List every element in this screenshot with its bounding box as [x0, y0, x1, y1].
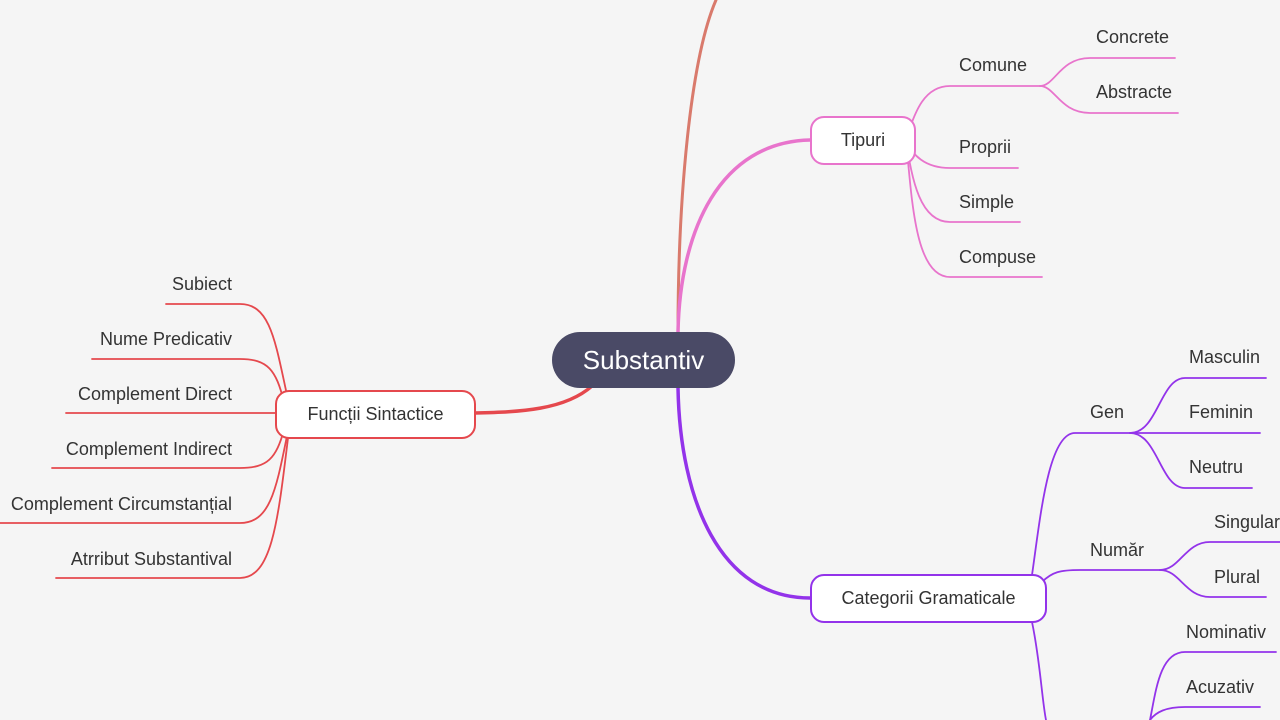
connector-categorii-numar [1041, 569, 1161, 583]
subtopic-simple[interactable]: Simple [959, 192, 1015, 212]
subtopic-masculin[interactable]: Masculin [1189, 347, 1261, 367]
connector-gen-masculin [1129, 377, 1267, 434]
root-node[interactable]: Substantiv [552, 332, 735, 388]
connector-root-functii [473, 384, 594, 415]
connector-functii-subiect [165, 303, 288, 396]
connector-gen-neutru [1129, 432, 1253, 489]
topic-tipuri[interactable]: Tipuri [810, 116, 916, 165]
subtopic-abstracte[interactable]: Abstracte [1096, 82, 1173, 102]
subtopic-plural[interactable]: Plural [1214, 567, 1261, 587]
connector-comune-abstracte [1039, 85, 1179, 114]
subtopic-numar[interactable]: Număr [1090, 540, 1145, 560]
subtopic-feminin[interactable]: Feminin [1189, 402, 1254, 422]
connector-functii-complement-circumstantial [0, 435, 288, 524]
subtopic-nominativ[interactable]: Nominativ [1186, 622, 1267, 642]
connector-root-categorii [676, 386, 812, 600]
connector-tipuri-compuse [905, 139, 1043, 278]
connector-numar-plural [1159, 569, 1267, 598]
subtopic-concrete[interactable]: Concrete [1096, 27, 1170, 47]
topic-functii-sintactice[interactable]: Funcții Sintactice [275, 390, 476, 439]
connector-categorii-gen [1031, 432, 1131, 576]
subtopic-gen[interactable]: Gen [1090, 402, 1125, 422]
connector-tipuri-comune [905, 85, 1041, 141]
subtopic-proprii[interactable]: Proprii [959, 137, 1012, 157]
connector-comune-concrete [1039, 57, 1176, 87]
connector-functii-atrribut [55, 437, 289, 579]
subtopic-compuse[interactable]: Compuse [959, 247, 1037, 267]
root-label: Substantiv [582, 344, 705, 375]
connector-root-tipuri [676, 138, 812, 334]
subtopic-acuzativ[interactable]: Acuzativ [1186, 677, 1255, 697]
connector-categorii-caz [1031, 621, 1047, 720]
connector-root-top-branch [676, 0, 718, 334]
connector-caz-nominativ [1149, 651, 1277, 720]
subtopic-singular-clip: Singular [1214, 511, 1280, 535]
subtopic-comune[interactable]: Comune [959, 55, 1028, 75]
subtopic-neutru[interactable]: Neutru [1189, 457, 1244, 477]
subtopic-subiect[interactable]: Subiect [171, 274, 232, 294]
topic-tipuri-label: Tipuri [840, 130, 886, 150]
connector-caz-acuzativ [1149, 706, 1261, 720]
topic-categorii-label: Categorii Gramaticale [841, 588, 1016, 608]
subtopic-nume-predicativ[interactable]: Nume Predicativ [99, 329, 232, 349]
subtopic-complement-circumstantial[interactable]: Complement Circumstanțial [10, 494, 232, 514]
connector-functii-complement-indirect [51, 429, 285, 469]
connector-numar-singular [1159, 541, 1280, 571]
subtopic-singular[interactable]: Singular [1214, 512, 1280, 532]
topic-functii-label: Funcții Sintactice [307, 404, 444, 424]
subtopic-atrribut-substantival[interactable]: Atrribut Substantival [70, 549, 232, 569]
subtopic-complement-direct[interactable]: Complement Direct [77, 384, 232, 404]
topic-categorii-gramaticale[interactable]: Categorii Gramaticale [810, 574, 1047, 623]
subtopic-complement-indirect[interactable]: Complement Indirect [65, 439, 232, 459]
